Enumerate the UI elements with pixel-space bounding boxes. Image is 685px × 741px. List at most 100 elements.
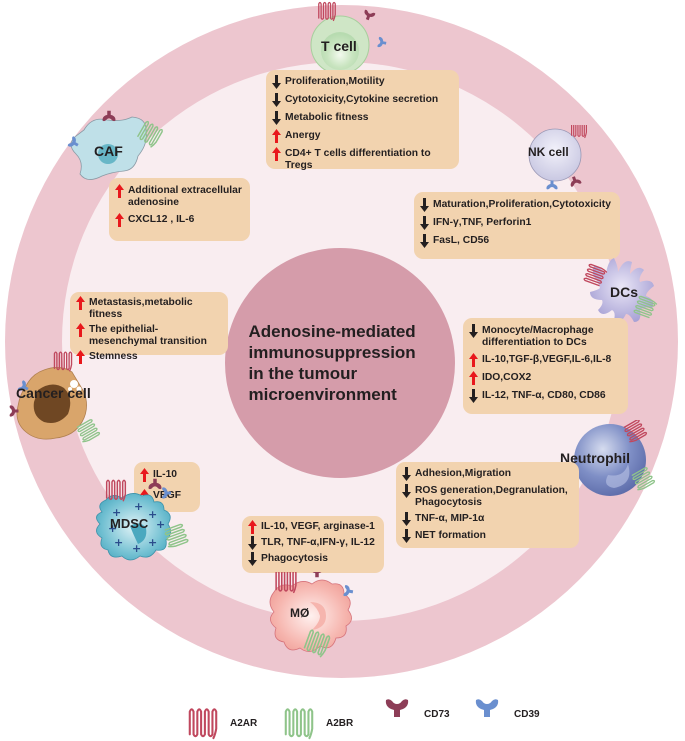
macrophage-label: MØ xyxy=(290,606,310,620)
effect-row: CXCL12 , IL-6 xyxy=(115,214,242,227)
effect-row: The epithelial-mesenchymal transition xyxy=(76,324,220,348)
svg-text:+: + xyxy=(148,536,157,549)
center-title-disc: Adenosine-mediated immunosuppression in … xyxy=(225,248,455,478)
neutrophil-cell: Neutrophil xyxy=(558,418,670,500)
down-arrow-icon xyxy=(420,234,429,248)
svg-text:+: + xyxy=(156,518,165,531)
legend-item-cd39: CD39 xyxy=(475,699,540,722)
neutrophil-cell-icon xyxy=(574,418,656,496)
effect-row: ROS generation,Degranulation, Phagocytos… xyxy=(402,485,571,509)
up-arrow-icon xyxy=(248,520,257,534)
nk-cell: NK cell xyxy=(510,120,610,195)
nk-cell-icon xyxy=(528,120,588,190)
macrophage-cell: MØ xyxy=(262,566,362,664)
down-arrow-icon xyxy=(402,467,411,481)
dc-cell: DCs xyxy=(578,252,678,342)
effect-row: Anergy xyxy=(272,130,451,143)
down-arrow-icon xyxy=(272,93,281,107)
effect-row: Proliferation,Motility xyxy=(272,76,451,89)
effect-row: TLR, TNF-α,IFN-γ, IL-12 xyxy=(248,537,376,550)
caf-effects: Additional extracellular adenosine CXCL1… xyxy=(109,178,250,241)
a2br-receptor-icon xyxy=(284,708,314,740)
neutrophil-label: Neutrophil xyxy=(560,450,630,466)
legend-label: CD39 xyxy=(514,708,540,720)
svg-text:+: + xyxy=(108,522,117,535)
dc-label: DCs xyxy=(610,284,639,300)
effect-row: Metastasis,metabolic fitness xyxy=(76,297,220,321)
dc-effects: Monocyte/Macrophage differentiation to D… xyxy=(463,318,628,414)
a2ar-receptor-icon xyxy=(188,708,218,740)
down-arrow-icon xyxy=(272,111,281,125)
effect-row: IDO,COX2 xyxy=(469,372,620,385)
legend: A2AR A2BR CD73 CD39 xyxy=(0,699,685,740)
legend-item-a2br: A2BR xyxy=(282,706,353,740)
nk-cell-label: NK cell xyxy=(528,145,569,159)
effect-row: Adhesion,Migration xyxy=(402,468,571,481)
legend-label: A2AR xyxy=(230,717,258,729)
down-arrow-icon xyxy=(402,529,411,543)
macrophage-effects: IL-10, VEGF, arginase-1 TLR, TNF-α,IFN-γ… xyxy=(242,516,384,573)
caf-cell-icon xyxy=(67,110,164,180)
down-arrow-icon xyxy=(402,512,411,526)
diagram-title: Adenosine-mediated immunosuppression in … xyxy=(248,322,416,404)
effect-row: Stemness xyxy=(76,351,220,364)
down-arrow-icon xyxy=(420,198,429,212)
neutrophil-effects: Adhesion,Migration ROS generation,Degran… xyxy=(396,462,579,548)
effect-row: Additional extracellular adenosine xyxy=(115,185,242,209)
effect-row: IL-10,TGF-β,VEGF,IL-6,IL-8 xyxy=(469,354,620,367)
down-arrow-icon xyxy=(248,536,257,550)
svg-text:+: + xyxy=(114,536,123,549)
mdsc-cell: ++++ ++++ MDSC xyxy=(88,478,198,576)
effect-row: TNF-α, MIP-1α xyxy=(402,513,571,526)
down-arrow-icon xyxy=(469,389,478,403)
effect-row: Monocyte/Macrophage differentiation to D… xyxy=(469,325,620,349)
down-arrow-icon xyxy=(469,324,478,338)
svg-text:+: + xyxy=(132,542,141,555)
cd39-enzyme-icon xyxy=(475,699,499,717)
down-arrow-icon xyxy=(272,75,281,89)
legend-item-a2ar: A2AR xyxy=(186,706,257,740)
effect-row: IFN-γ,TNF, Perforin1 xyxy=(420,217,612,230)
up-arrow-icon xyxy=(469,353,478,367)
effect-row: FasL, CD56 xyxy=(420,235,612,248)
effect-row: Phagocytosis xyxy=(248,553,376,566)
svg-text:+: + xyxy=(134,500,143,513)
nk-cell-effects: Maturation,Proliferation,Cytotoxicity IF… xyxy=(414,192,620,259)
t-cell-icon xyxy=(310,1,388,75)
t-cell-label: T cell xyxy=(321,38,357,54)
t-cell: T cell xyxy=(285,0,395,75)
up-arrow-icon xyxy=(272,129,281,143)
cancer-cell: Cancer cell xyxy=(4,336,106,448)
effect-row: Metabolic fitness xyxy=(272,112,451,125)
up-arrow-icon xyxy=(272,147,281,161)
mdsc-cell-icon: ++++ ++++ xyxy=(96,478,190,561)
legend-label: CD73 xyxy=(424,708,450,720)
mdsc-label: MDSC xyxy=(110,516,149,531)
cd73-enzyme-icon xyxy=(385,699,409,717)
effect-row: IL-12, TNF-α, CD80, CD86 xyxy=(469,390,620,403)
up-arrow-icon xyxy=(469,371,478,385)
caf-label: CAF xyxy=(94,143,123,159)
svg-text:+: + xyxy=(112,506,121,519)
down-arrow-icon xyxy=(402,484,411,498)
svg-text:+: + xyxy=(148,508,157,521)
down-arrow-icon xyxy=(420,216,429,230)
cancer-cell-effects: Metastasis,metabolic fitness The epithel… xyxy=(70,292,228,355)
t-cell-effects: Proliferation,Motility Cytotoxicity,Cyto… xyxy=(266,70,459,172)
cancer-cell-icon xyxy=(9,351,101,445)
legend-item-cd73: CD73 xyxy=(385,699,450,722)
effect-row: IL-10 xyxy=(140,469,192,482)
effect-row: Cytotoxicity,Cytokine secretion xyxy=(272,94,451,107)
caf-cell: CAF xyxy=(62,108,172,193)
up-arrow-icon xyxy=(76,323,85,337)
dc-cell-icon xyxy=(583,258,658,340)
macrophage-cell-icon xyxy=(269,566,354,659)
up-arrow-icon xyxy=(76,296,85,310)
legend-label: A2BR xyxy=(326,717,354,729)
effect-row: NET formation xyxy=(402,530,571,543)
up-arrow-icon xyxy=(115,213,124,227)
up-arrow-icon xyxy=(115,184,124,198)
down-arrow-icon xyxy=(248,552,257,566)
effect-row: CD4+ T cells differentiation to Tregs xyxy=(272,148,451,172)
effect-row: IL-10, VEGF, arginase-1 xyxy=(248,521,376,534)
